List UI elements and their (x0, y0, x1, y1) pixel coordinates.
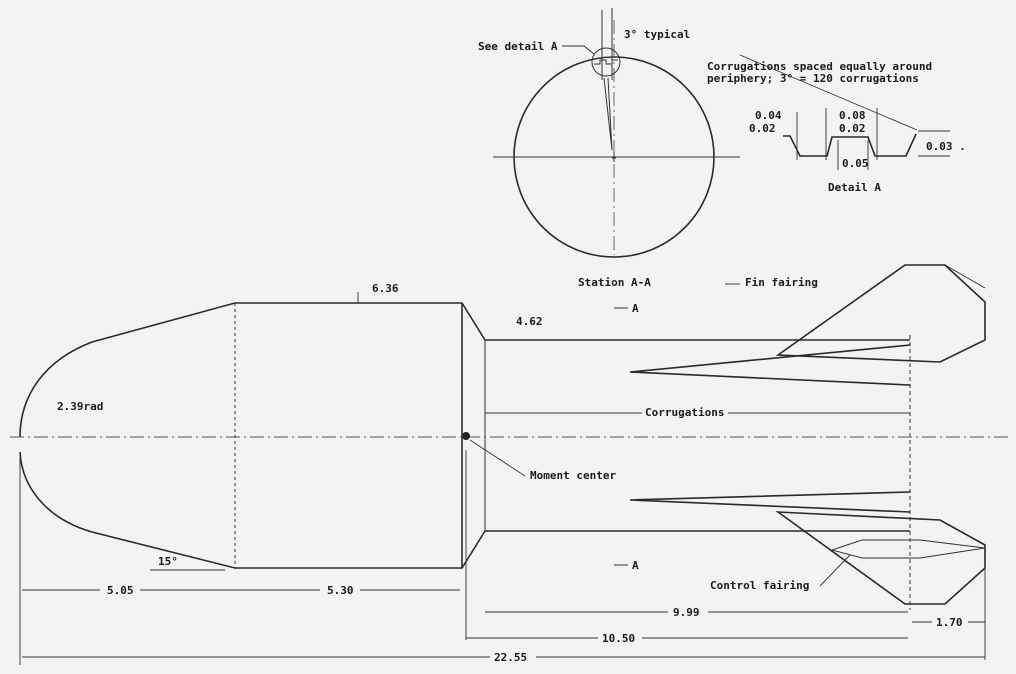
body-diameter-label: 6.36 (372, 282, 399, 295)
corrugation-length-dim: 9.99 (673, 606, 700, 619)
nose-length-dim: 5.05 (107, 584, 134, 597)
section-mark-top: A (632, 302, 639, 315)
dim-0-04: 0.04 (755, 109, 782, 122)
dim-0-05: 0.05 (842, 157, 869, 170)
body-length-dim: 5.30 (327, 584, 354, 597)
dim-0-02-a: 0.02 (749, 122, 776, 135)
section-mark-bottom: A (632, 559, 639, 572)
typical-label: 3° typical (624, 28, 690, 41)
see-detail-label: See detail A (478, 40, 558, 53)
nose-radius-label: 2.39rad (57, 400, 103, 413)
dim-0-03: 0.03 . (926, 140, 966, 153)
moment-center-label: Moment center (530, 469, 616, 482)
detail-title: Detail A (828, 181, 881, 194)
angle-label: 15° (158, 555, 178, 568)
detail-note-2: periphery; 3° = 120 corrugations (707, 72, 919, 85)
section-title: Station A-A (578, 276, 651, 289)
total-length-dim: 22.55 (494, 651, 527, 664)
detail-a (739, 54, 950, 170)
detail-note-1: Corrugations spaced equally around (707, 60, 932, 73)
dim-0-08: 0.08 (839, 109, 866, 122)
section-view (493, 8, 740, 258)
fin-length-dim: 1.70 (936, 616, 963, 629)
corrugations-label: Corrugations (645, 406, 724, 419)
control-fairing-label: Control fairing (710, 579, 809, 592)
tail-diameter-label: 4.62 (516, 315, 543, 328)
tail-length-dim: 10.50 (602, 632, 635, 645)
detail-circle (591, 47, 621, 77)
fin-fairing-label: Fin fairing (745, 276, 818, 289)
dim-0-02-b: 0.02 (839, 122, 866, 135)
